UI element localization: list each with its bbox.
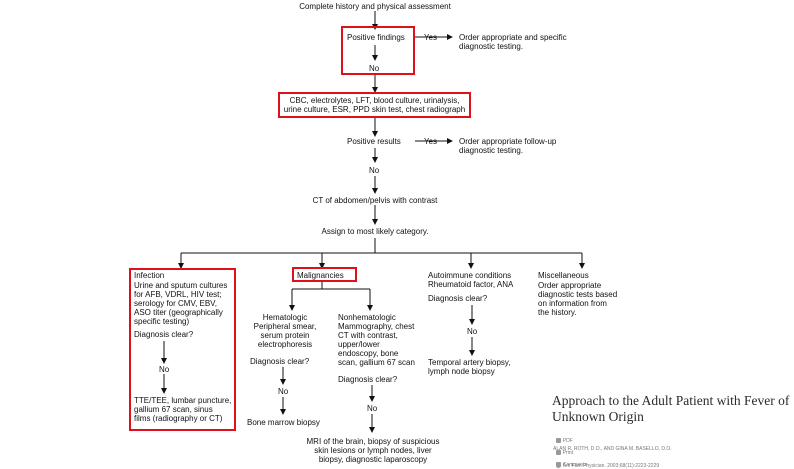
- ct-abdomen-pelvis: CT of abdomen/pelvis with contrast: [312, 196, 438, 205]
- article-title: Approach to the Adult Patient with Fever…: [552, 393, 790, 424]
- nonhematologic-no: No: [367, 404, 378, 413]
- nonhematologic-diagnosis-clear: Diagnosis clear?: [338, 375, 398, 384]
- autoimmune-diagnosis-clear: Diagnosis clear?: [428, 294, 488, 303]
- nonhematologic-tests: Nonhematologic Mammography, chest CT wit…: [338, 313, 415, 367]
- journal-icon: [555, 463, 561, 469]
- highlight-labs: [278, 92, 471, 118]
- print-icon: [555, 450, 561, 456]
- print-link[interactable]: Print: [555, 450, 573, 456]
- infection-diagnosis-clear: Diagnosis clear?: [134, 330, 194, 339]
- yes-label-1: Yes: [424, 33, 438, 42]
- article-citation: Am Fam Physician. 2003;68(11):2223-2229: [553, 457, 659, 469]
- initial-labs: CBC, electrolytes, LFT, blood culture, u…: [283, 96, 466, 114]
- no-label-1: No: [369, 64, 380, 73]
- malignancies-title: Malignancies: [297, 271, 344, 280]
- autoimmune-no: No: [467, 327, 478, 336]
- hematologic-no: No: [278, 387, 289, 396]
- infection-tests: Urine and sputum cultures for AFB, VDRL,…: [134, 281, 228, 326]
- no-label-2: No: [369, 166, 380, 175]
- start-step: Complete history and physical assessment: [299, 2, 451, 11]
- positive-findings-label: Positive findings: [347, 33, 405, 42]
- mri-biopsy-tests: MRI of the brain, biopsy of suspicious s…: [306, 437, 440, 464]
- hematologic-diagnosis-clear: Diagnosis clear?: [250, 357, 310, 366]
- infection-title: Infection: [134, 271, 165, 280]
- miscellaneous-text: Order appropriate diagnostic tests based…: [538, 281, 618, 317]
- order-followup-testing: Order appropriate follow-up diagnostic t…: [459, 137, 557, 155]
- hematologic-tests: Hematologic Peripheral smear, serum prot…: [253, 313, 317, 349]
- autoimmune-title: Autoimmune conditions Rheumatoid factor,…: [428, 271, 514, 289]
- yes-label-2: Yes: [424, 137, 438, 146]
- assign-category: Assign to most likely category.: [321, 227, 429, 236]
- pdf-icon: [555, 438, 561, 444]
- infection-no: No: [159, 365, 170, 374]
- positive-results-label: Positive results: [347, 137, 401, 146]
- infection-next-tests: TTE/TEE, lumbar puncture, gallium 67 sca…: [134, 396, 232, 423]
- article-authors: ALAN R. ROTH, D.O., AND GINA M. BASELLO,…: [553, 446, 672, 452]
- pdf-link[interactable]: PDF: [555, 438, 573, 444]
- highlight-malignancies: [292, 267, 357, 282]
- order-specific-testing: Order appropriate and specific diagnosti…: [459, 33, 567, 51]
- autoimmune-next-tests: Temporal artery biopsy, lymph node biops…: [428, 358, 511, 376]
- miscellaneous-title: Miscellaneous: [538, 271, 589, 280]
- highlight-infection: [129, 268, 236, 431]
- highlight-positive-findings: [341, 26, 415, 75]
- bone-marrow-biopsy: Bone marrow biopsy: [247, 418, 320, 427]
